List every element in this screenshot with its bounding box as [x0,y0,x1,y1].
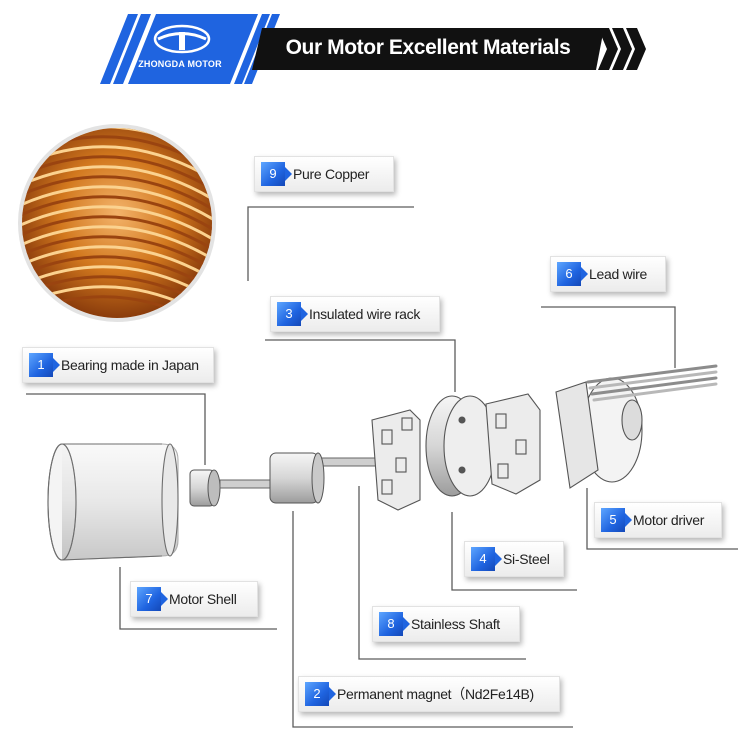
callout-number-badge: 8 [379,612,410,636]
callout-label: Motor driver [633,512,705,528]
header-banner: ZHONGDA MOTOR Our Motor Excellent Materi… [0,0,750,100]
callout-label: Stainless Shaft [411,616,500,632]
callout-label: Pure Copper [293,166,370,182]
callout-label: Permanent magnet（Nd2Fe14B) [337,686,534,702]
callout-permanent-magnet: 2 Permanent magnet（Nd2Fe14B) [298,676,560,712]
brand-logo-icon [153,24,211,54]
lead-wire-part [586,364,718,402]
callout-number-badge: 3 [277,302,308,326]
callout-label: Bearing made in Japan [61,357,199,373]
callout-label: Lead wire [589,266,648,282]
wire-rack-part-rear [485,393,541,495]
callout-lead-wire: 6 Lead wire [550,256,666,292]
bearing-part [189,469,221,507]
callout-number-badge: 1 [29,353,60,377]
callout-stainless-shaft: 8 Stainless Shaft [372,606,520,642]
callout-bearing: 1 Bearing made in Japan [22,347,214,383]
callout-number-badge: 9 [261,162,292,186]
page-title: Our Motor Excellent Materials [285,36,571,59]
callout-label: Si-Steel [503,551,550,567]
wire-rack-part [371,409,421,511]
callout-number-badge: 4 [471,547,502,571]
copper-coil-image [18,124,216,322]
callout-number-badge: 7 [137,587,168,611]
si-steel-stator-part [425,395,497,497]
callout-insulated-wire-rack: 3 Insulated wire rack [270,296,440,332]
callout-number-badge: 5 [601,508,632,532]
callout-motor-shell: 7 Motor Shell [130,581,258,617]
callout-label: Insulated wire rack [309,306,421,322]
callout-pure-copper: 9 Pure Copper [254,156,394,192]
callout-number-badge: 2 [305,682,336,706]
callout-si-steel: 4 Si-Steel [464,541,564,577]
callout-motor-driver: 5 Motor driver [594,502,722,538]
callout-label: Motor Shell [169,591,237,607]
motor-shell-part [47,443,179,561]
callout-number-badge: 6 [557,262,588,286]
rotor-magnet-part [269,452,325,504]
leader-lines [26,206,738,728]
brand-name: ZHONGDA MOTOR [138,59,222,69]
motor-driver-part [555,377,643,489]
